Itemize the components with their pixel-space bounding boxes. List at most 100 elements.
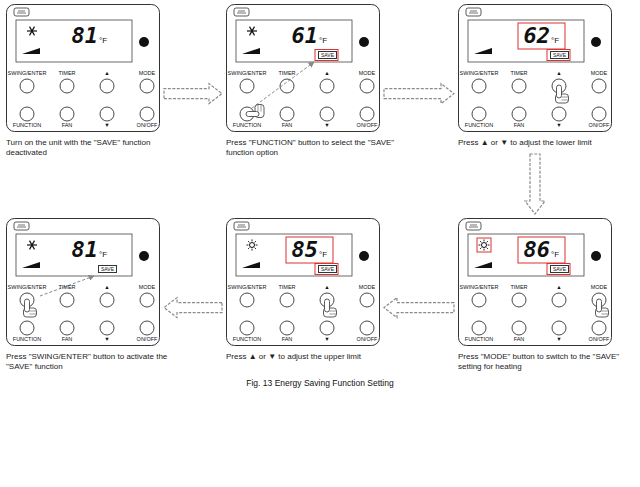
remote-controller: [459, 5, 612, 132]
indicator-lamp: [591, 37, 601, 47]
button-label: TIMER: [47, 71, 87, 77]
unit-symbol: °F: [319, 37, 327, 46]
push-button: [100, 79, 114, 93]
unit-symbol: °F: [99, 37, 107, 46]
push-button: [20, 321, 34, 335]
highlight-box: [547, 50, 570, 61]
figure-caption: Fig. 13 Energy Saving Function Setting: [0, 378, 640, 388]
button-label: FUNCTION: [227, 123, 267, 129]
fan-speed-icon: [22, 262, 40, 268]
temperature-readout: 85: [270, 239, 318, 261]
push-button: [472, 79, 486, 93]
button-label: SWING/ENTER: [7, 285, 47, 291]
push-button: [512, 293, 526, 307]
highlight-box: [315, 50, 338, 61]
pressing-hand: [24, 299, 37, 317]
button-label: MODE: [347, 285, 387, 291]
button-label: FUNCTION: [227, 337, 267, 343]
lcd-display: [236, 234, 352, 276]
wifi-badge: [466, 8, 481, 16]
cooling-icon: [27, 241, 37, 250]
temperature-readout: 61: [270, 25, 318, 47]
button-label: FUNCTION: [459, 123, 499, 129]
button-label: ▲: [539, 285, 579, 291]
push-button: [60, 107, 74, 121]
highlight-box: [477, 238, 491, 252]
button-label: ▲: [87, 71, 127, 77]
button-label: FUNCTION: [7, 337, 47, 343]
push-button: [320, 107, 334, 121]
button-label: SWING/ENTER: [459, 285, 499, 291]
push-button: [552, 107, 566, 121]
button-label: SWING/ENTER: [7, 71, 47, 77]
step-caption: Press "FUNCTION" button to select the "S…: [226, 138, 402, 158]
push-button: [280, 107, 294, 121]
button-label: SWING/ENTER: [227, 71, 267, 77]
temperature-readout: 81: [50, 239, 98, 261]
save-indicator: SAVE: [318, 265, 337, 273]
push-button: [512, 107, 526, 121]
save-indicator: SAVE: [318, 51, 337, 59]
wifi-badge: [466, 222, 481, 230]
push-button: [100, 321, 114, 335]
wifi-badge-mark: [237, 11, 246, 13]
unit-symbol: °F: [551, 37, 559, 46]
push-button: [360, 321, 374, 335]
button-label: MODE: [127, 71, 167, 77]
button-label: ▲: [87, 285, 127, 291]
step-caption: Press "MODE" button to switch to the "SA…: [458, 352, 634, 372]
step-arrow: [525, 154, 545, 214]
save-indicator: SAVE: [550, 51, 569, 59]
remote-controller: [227, 5, 380, 132]
push-button: [280, 293, 294, 307]
push-button: [100, 107, 114, 121]
push-button: [472, 293, 486, 307]
step-caption: Press ▲ or ▼ to adjust the upper limit: [226, 352, 402, 362]
push-button: [140, 321, 154, 335]
step-caption: Turn on the unit with the "SAVE" functio…: [6, 138, 182, 158]
indicator-lamp: [359, 37, 369, 47]
button-label: ▼: [539, 123, 579, 129]
step-caption: Press "SWING/ENTER" button to activate t…: [6, 352, 182, 372]
push-button: [240, 321, 254, 335]
button-label: FUNCTION: [7, 123, 47, 129]
push-button: [20, 79, 34, 93]
controller-housing: [459, 219, 612, 346]
wifi-badge: [14, 8, 29, 16]
lcd-display: [16, 20, 132, 62]
cooling-icon: [27, 27, 37, 36]
unit-symbol: °F: [99, 251, 107, 260]
pressing-hand: [246, 105, 264, 118]
push-button: [360, 293, 374, 307]
wifi-badge-mark: [17, 225, 26, 227]
push-button: [60, 321, 74, 335]
push-button: [360, 79, 374, 93]
button-label: ON/OFF: [347, 337, 387, 343]
button-label: ▼: [87, 337, 127, 343]
button-label: ON/OFF: [347, 123, 387, 129]
button-label: FAN: [499, 337, 539, 343]
indicator-lamp: [139, 251, 149, 261]
pressing-hand: [596, 299, 609, 317]
button-label: FAN: [47, 123, 87, 129]
button-label: TIMER: [47, 285, 87, 291]
step-arrow: [164, 84, 222, 104]
button-label: FAN: [267, 337, 307, 343]
push-button: [472, 107, 486, 121]
indicator-lamp: [591, 251, 601, 261]
controller-housing: [227, 219, 380, 346]
indicator-lamp: [359, 251, 369, 261]
wifi-badge: [234, 8, 249, 16]
button-label: ▲: [307, 285, 347, 291]
remote-controller: [7, 5, 160, 132]
temperature-readout: 86: [502, 239, 550, 261]
heating-icon: [478, 239, 489, 250]
highlight-box: [315, 264, 338, 275]
pointer-arrow: [252, 62, 314, 108]
button-label: ▲: [539, 71, 579, 77]
wifi-badge-mark: [17, 11, 26, 13]
fan-speed-icon: [242, 48, 260, 54]
button-label: ▼: [307, 337, 347, 343]
push-button: [140, 107, 154, 121]
